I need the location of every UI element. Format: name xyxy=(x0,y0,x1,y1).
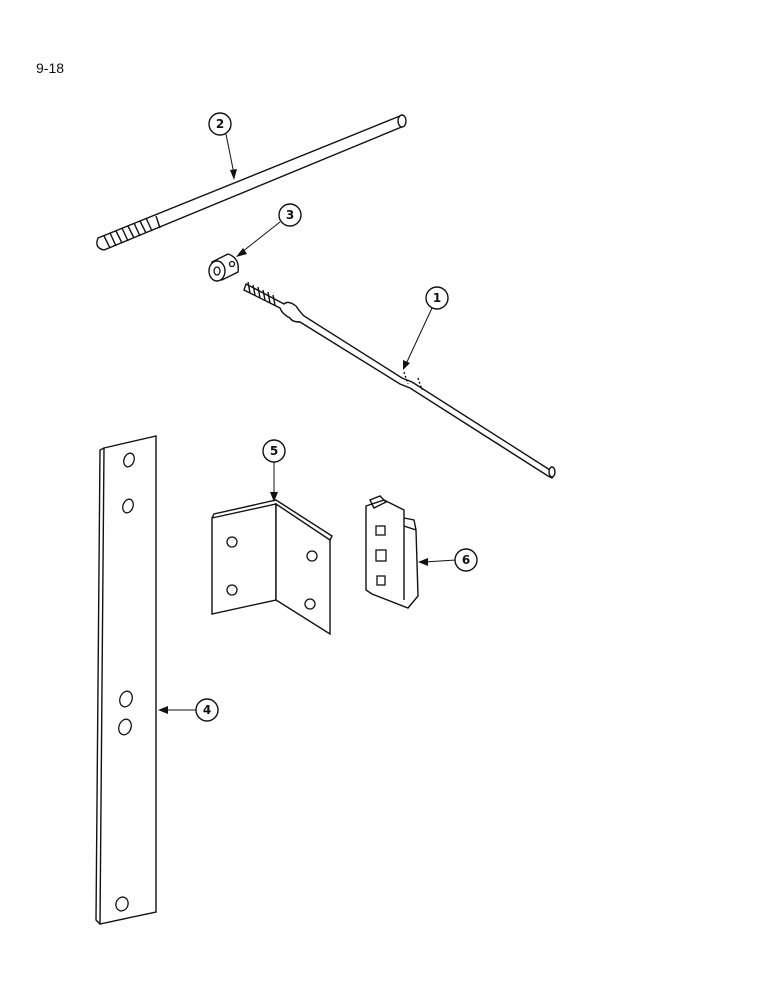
callout-5: 5 xyxy=(262,439,286,502)
callout-5-label: 5 xyxy=(270,444,278,458)
page-number: 9-18 xyxy=(36,60,65,76)
part-4-strap xyxy=(95,435,157,925)
part-6-channel-clip xyxy=(365,495,419,609)
part-5-angle-bracket xyxy=(211,499,333,636)
callout-2: 2 xyxy=(208,112,237,180)
callout-1-label: 1 xyxy=(433,291,441,305)
callout-6: 6 xyxy=(418,548,478,572)
callout-3: 3 xyxy=(236,203,302,257)
callout-4-label: 4 xyxy=(203,703,211,717)
part-3-collar xyxy=(208,253,239,282)
part-1-thin-rod xyxy=(243,281,556,479)
callout-4: 4 xyxy=(158,698,219,722)
callout-2-label: 2 xyxy=(216,117,224,131)
callout-6-label: 6 xyxy=(462,553,470,567)
callout-3-label: 3 xyxy=(286,208,294,222)
callout-1: 1 xyxy=(403,286,449,370)
part-2-threaded-rod xyxy=(96,114,407,251)
